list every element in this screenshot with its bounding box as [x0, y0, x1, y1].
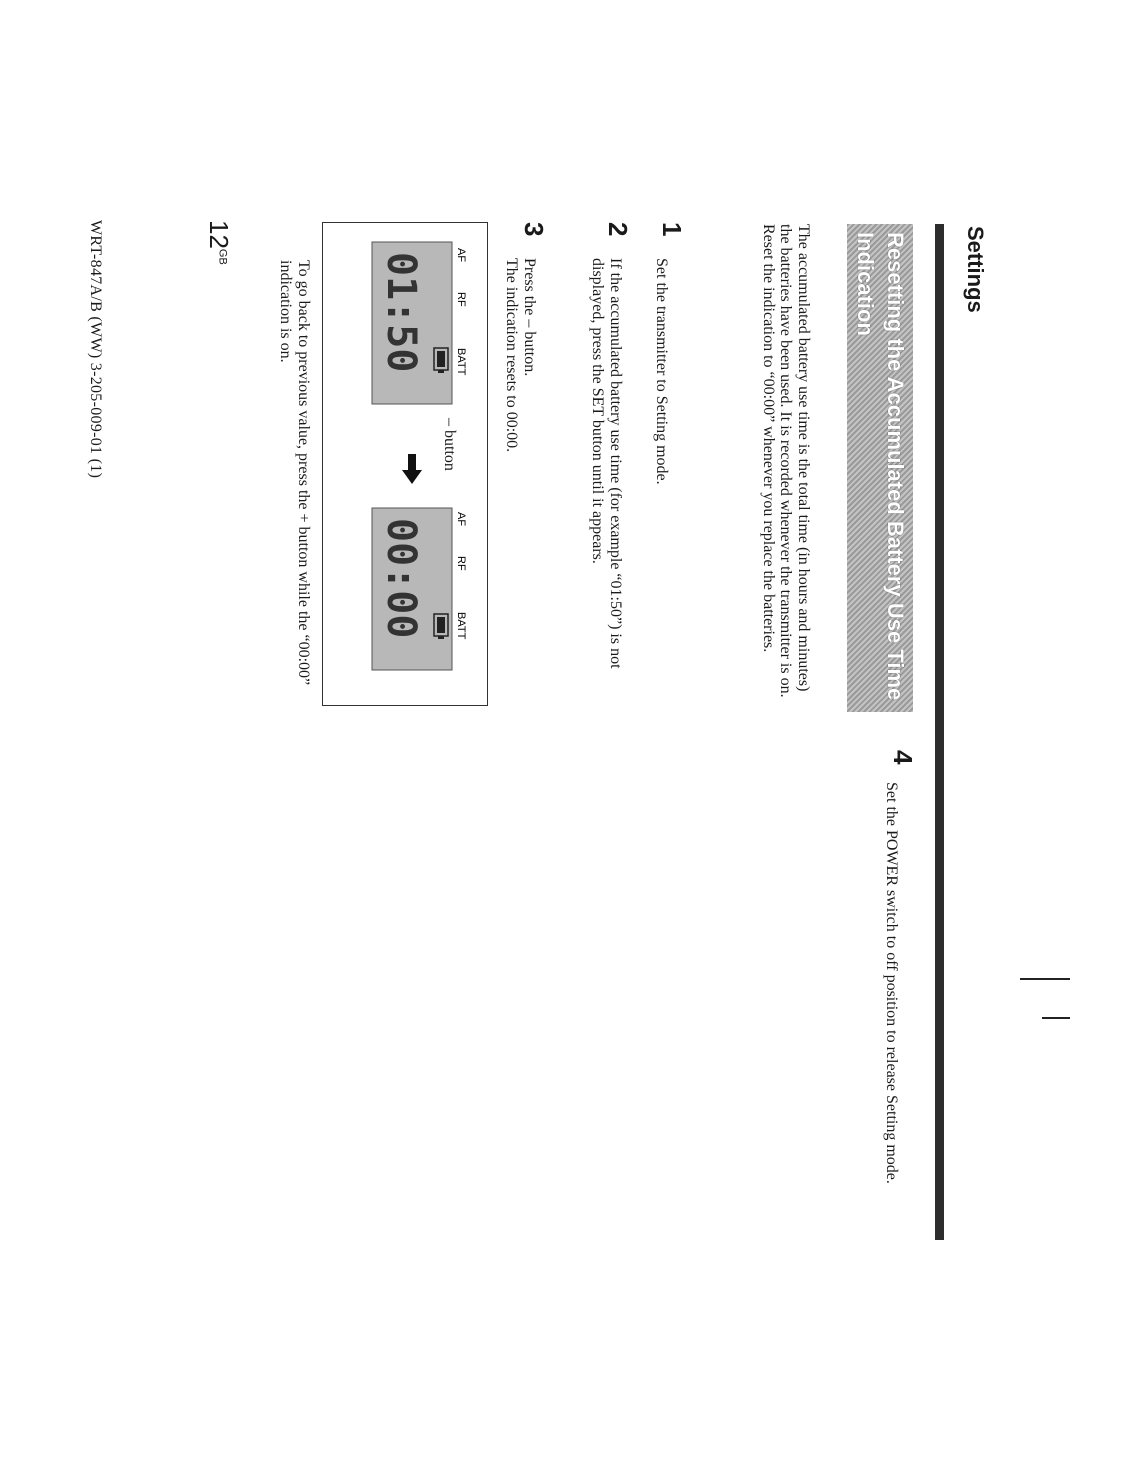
- note-text: To go back to previous value, press the …: [277, 260, 313, 686]
- intro-paragraph: The accumulated battery use time is the …: [760, 224, 812, 698]
- step-2-number: 2: [603, 222, 633, 237]
- crop-mark: [1020, 978, 1070, 980]
- lcd-before-rf-label: RF: [455, 292, 467, 307]
- lcd-after-batt-label: BATT: [455, 612, 467, 640]
- minus-button-label: – button: [441, 418, 458, 471]
- lcd-after-digits: 00:00: [378, 518, 424, 638]
- step-1-text: Set the transmitter to Setting mode.: [653, 258, 670, 485]
- step-3-result: The indication resets to 00:00.: [503, 258, 521, 453]
- document-code: WRT-847A/B (WW) 3-205-009-01 (1): [87, 220, 104, 479]
- lcd-after: AF RF BATT 00:00: [371, 507, 467, 671]
- step-3-text: Press the – button. The indication reset…: [503, 258, 539, 718]
- page-number: 12GB: [203, 220, 234, 265]
- step-4-number: 4: [888, 750, 918, 765]
- page-heading: Resetting the Accumulated Battery Use Ti…: [853, 232, 908, 701]
- arrow-icon: [402, 454, 422, 484]
- page-number-value: 12: [204, 220, 234, 249]
- lcd-before-af-label: AF: [455, 248, 467, 262]
- section-title: Settings: [963, 226, 988, 313]
- step-4-text: Set the POWER switch to off position to …: [883, 782, 900, 1184]
- step-3-instruction: Press the – button.: [521, 258, 538, 377]
- step-1-number: 1: [657, 222, 687, 237]
- lcd-before-batt-label: BATT: [455, 348, 467, 376]
- lcd-after-rf-label: RF: [455, 556, 467, 571]
- crop-mark: [1042, 1017, 1070, 1019]
- lcd-before: AF RF BATT 01:50: [371, 241, 467, 405]
- battery-icon: [433, 613, 449, 639]
- lcd-after-af-label: AF: [455, 512, 467, 526]
- battery-icon: [433, 347, 449, 373]
- display-illustration: AF RF BATT 01:50 AF RF BATT: [371, 241, 467, 671]
- page-number-suffix: GB: [216, 248, 229, 265]
- lcd-before-digits: 01:50: [378, 252, 424, 372]
- step-3-number: 3: [519, 222, 549, 237]
- section-rule: [935, 224, 944, 1240]
- step-2-text: If the accumulated battery use time (for…: [589, 258, 625, 669]
